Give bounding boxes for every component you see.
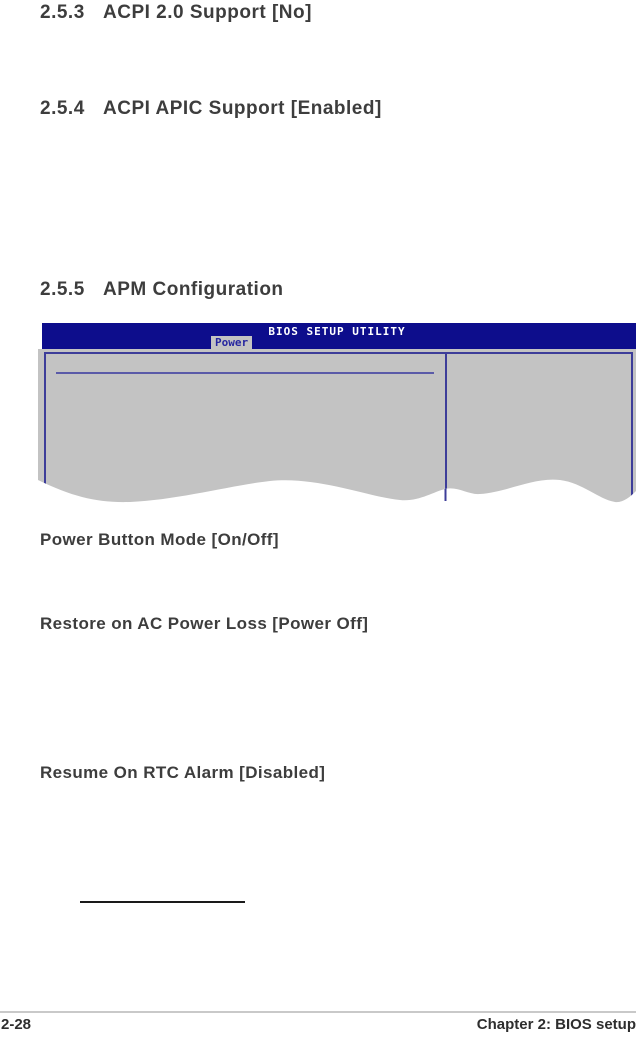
section-title: ACPI 2.0 Support [No] [103, 2, 312, 23]
bios-section-underline [56, 372, 434, 374]
section-heading-2-5-4: 2.5.4 ACPI APIC Support [Enabled] [40, 97, 382, 120]
item-heading-power-button-mode: Power Button Mode [On/Off] [40, 530, 279, 549]
bios-panel-divider [445, 352, 447, 505]
section-number: 2.5.5 [40, 279, 85, 300]
section-title: ACPI APIC Support [Enabled] [103, 98, 382, 119]
bios-title: BIOS SETUP UTILITY [268, 325, 406, 338]
section-heading-2-5-5: 2.5.5 APM Configuration [40, 278, 284, 301]
tab-power: Power [211, 336, 253, 349]
item-heading-restore-ac-power-loss: Restore on AC Power Loss [Power Off] [40, 614, 369, 633]
divider-tail [444, 489, 447, 501]
section-number: 2.5.3 [40, 2, 85, 23]
bios-panel-background [38, 349, 636, 505]
section-title: APM Configuration [103, 279, 284, 300]
bios-panel-frame [44, 352, 633, 505]
bios-screenshot: BIOS SETUP UTILITY Power [38, 322, 636, 506]
footer-rule [0, 1011, 636, 1013]
section-number: 2.5.4 [40, 98, 85, 119]
item-heading-resume-rtc-alarm: Resume On RTC Alarm [Disabled] [40, 763, 326, 782]
footer-chapter-label: Chapter 2: BIOS setup [476, 1016, 636, 1033]
section-heading-2-5-3: 2.5.3 ACPI 2.0 Support [No] [40, 1, 312, 24]
bios-header-bar [42, 323, 636, 349]
footnote-rule [80, 901, 245, 903]
torn-edge-wave [38, 479, 636, 506]
footer-page-number: 2-28 [1, 1016, 32, 1033]
